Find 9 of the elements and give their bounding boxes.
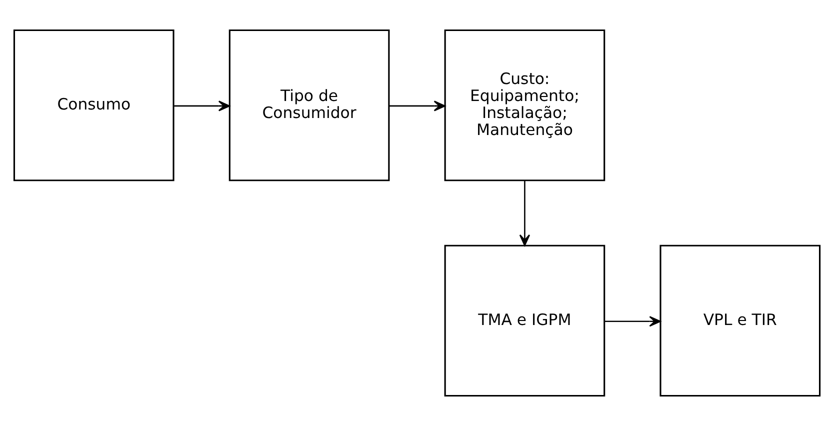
- node-box: TMA e IGPM: [444, 244, 606, 396]
- arrow: [174, 100, 230, 111]
- arrow: [390, 100, 446, 111]
- node-box: Consumo: [13, 28, 174, 181]
- node-box: Custo: Equipamento; Instalação; Manutenção: [444, 28, 606, 181]
- node-box: VPL e TIR: [660, 244, 821, 396]
- arrow: [604, 316, 661, 326]
- node-box: Tipo de Consumidor: [228, 28, 390, 181]
- arrow: [519, 180, 530, 246]
